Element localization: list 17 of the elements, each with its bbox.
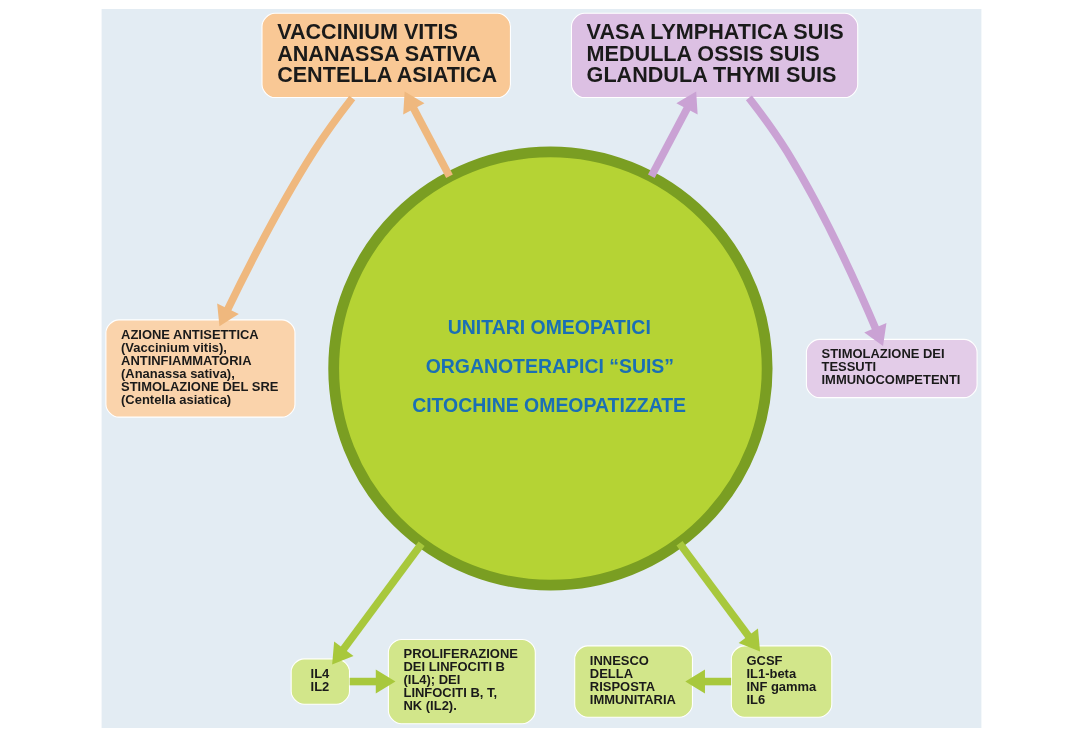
node-circle: UNITARI OMEOPATICI ORGANOTERAPICI “SUIS” CITOCHINE OMEOPATIZZATE xyxy=(327,145,773,591)
node-box: STIMOLAZIONE DEI TESSUTI IMMUNOCOMPETENTI xyxy=(805,338,978,398)
arrow xyxy=(216,95,355,326)
arrow xyxy=(349,669,395,694)
node-box: VASA LYMPHATICA SUIS MEDULLA OSSIS SUIS GLANDULA THYMI SUIS xyxy=(570,12,858,98)
node-box: VACCINIUM VITIS ANANASSA SATIVA CENTELLA ASIATICA xyxy=(260,12,511,98)
arrow xyxy=(647,90,698,178)
arrow xyxy=(331,540,425,665)
arrow xyxy=(684,669,731,694)
node-box: GCSF IL1-beta INF gamma IL6 xyxy=(730,644,832,718)
node-box: IL4 IL2 xyxy=(290,657,350,705)
arrow xyxy=(402,90,453,178)
node-box: AZIONE ANTISETTICA (Vaccinium vitis), ANTINFIAMMATORIA (Ananassa sativa), STIMOLAZIONE DEL SRE (Centella asiatica) xyxy=(104,318,295,418)
arrow xyxy=(675,540,760,652)
node-box: PROLIFERAZIONE DEI LINFOCITI B (IL4); DEI LINFOCITI B, T, NK (IL2). xyxy=(387,638,536,724)
arrow xyxy=(745,95,886,346)
node-box: INNESCO DELLA RISPOSTA IMMUNITARIA xyxy=(573,644,693,718)
